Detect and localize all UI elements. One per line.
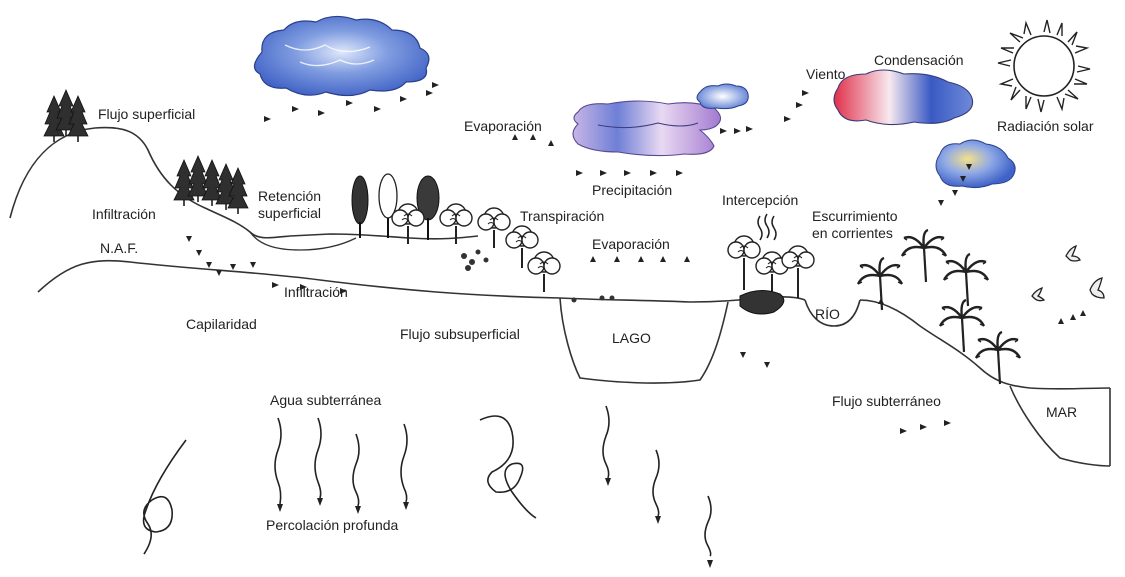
label-mar: MAR [1046,404,1077,420]
label-transpiracion: Transpiración [520,208,604,224]
tree-icon [174,156,248,214]
tree-icon [44,90,88,142]
label-capilaridad: Capilaridad [186,316,257,332]
label-condensacion: Condensación [874,52,964,68]
cloud-icon [697,84,748,109]
label-intercepcion: Intercepción [722,192,798,208]
tree-icon [352,174,439,240]
label-rio: RÍO [815,306,840,322]
tree-icon [728,236,814,314]
cloud-icon [834,70,973,125]
sea-coast [860,300,1110,466]
label-precipitacion: Precipitación [592,182,672,198]
label-infiltracion-low: Infiltración [284,284,348,300]
label-flujo-superficial: Flujo superficial [98,106,195,122]
percolation-arrows [144,406,711,556]
label-percolacion-profunda: Percolación profunda [266,517,398,533]
label-infiltracion-top: Infiltración [92,206,156,222]
label-viento: Viento [806,66,845,82]
label-agua-subterranea: Agua subterránea [270,392,381,408]
bird-icon [1032,246,1104,301]
label-flujo-subterraneo: Flujo subterráneo [832,393,941,409]
sun-icon [998,20,1090,112]
label-naf: N.A.F. [100,240,138,256]
cloud-icon [254,16,428,95]
water-table-line [38,261,805,302]
cloud-icon [573,101,721,156]
palm-tree-icon [858,230,1020,384]
label-evaporacion-top: Evaporación [464,118,542,134]
label-lago: LAGO [612,330,651,346]
label-evaporacion-mid: Evaporación [592,236,670,252]
label-retencion-superficial: Retención superficial [258,188,348,222]
label-escurrimiento: Escurrimiento en corrientes [812,208,912,242]
label-flujo-subsuperficial: Flujo subsuperficial [400,326,520,342]
cloud-icon [936,140,1015,188]
label-radiacion-solar: Radiación solar [997,118,1094,134]
steam-icon [758,214,776,240]
